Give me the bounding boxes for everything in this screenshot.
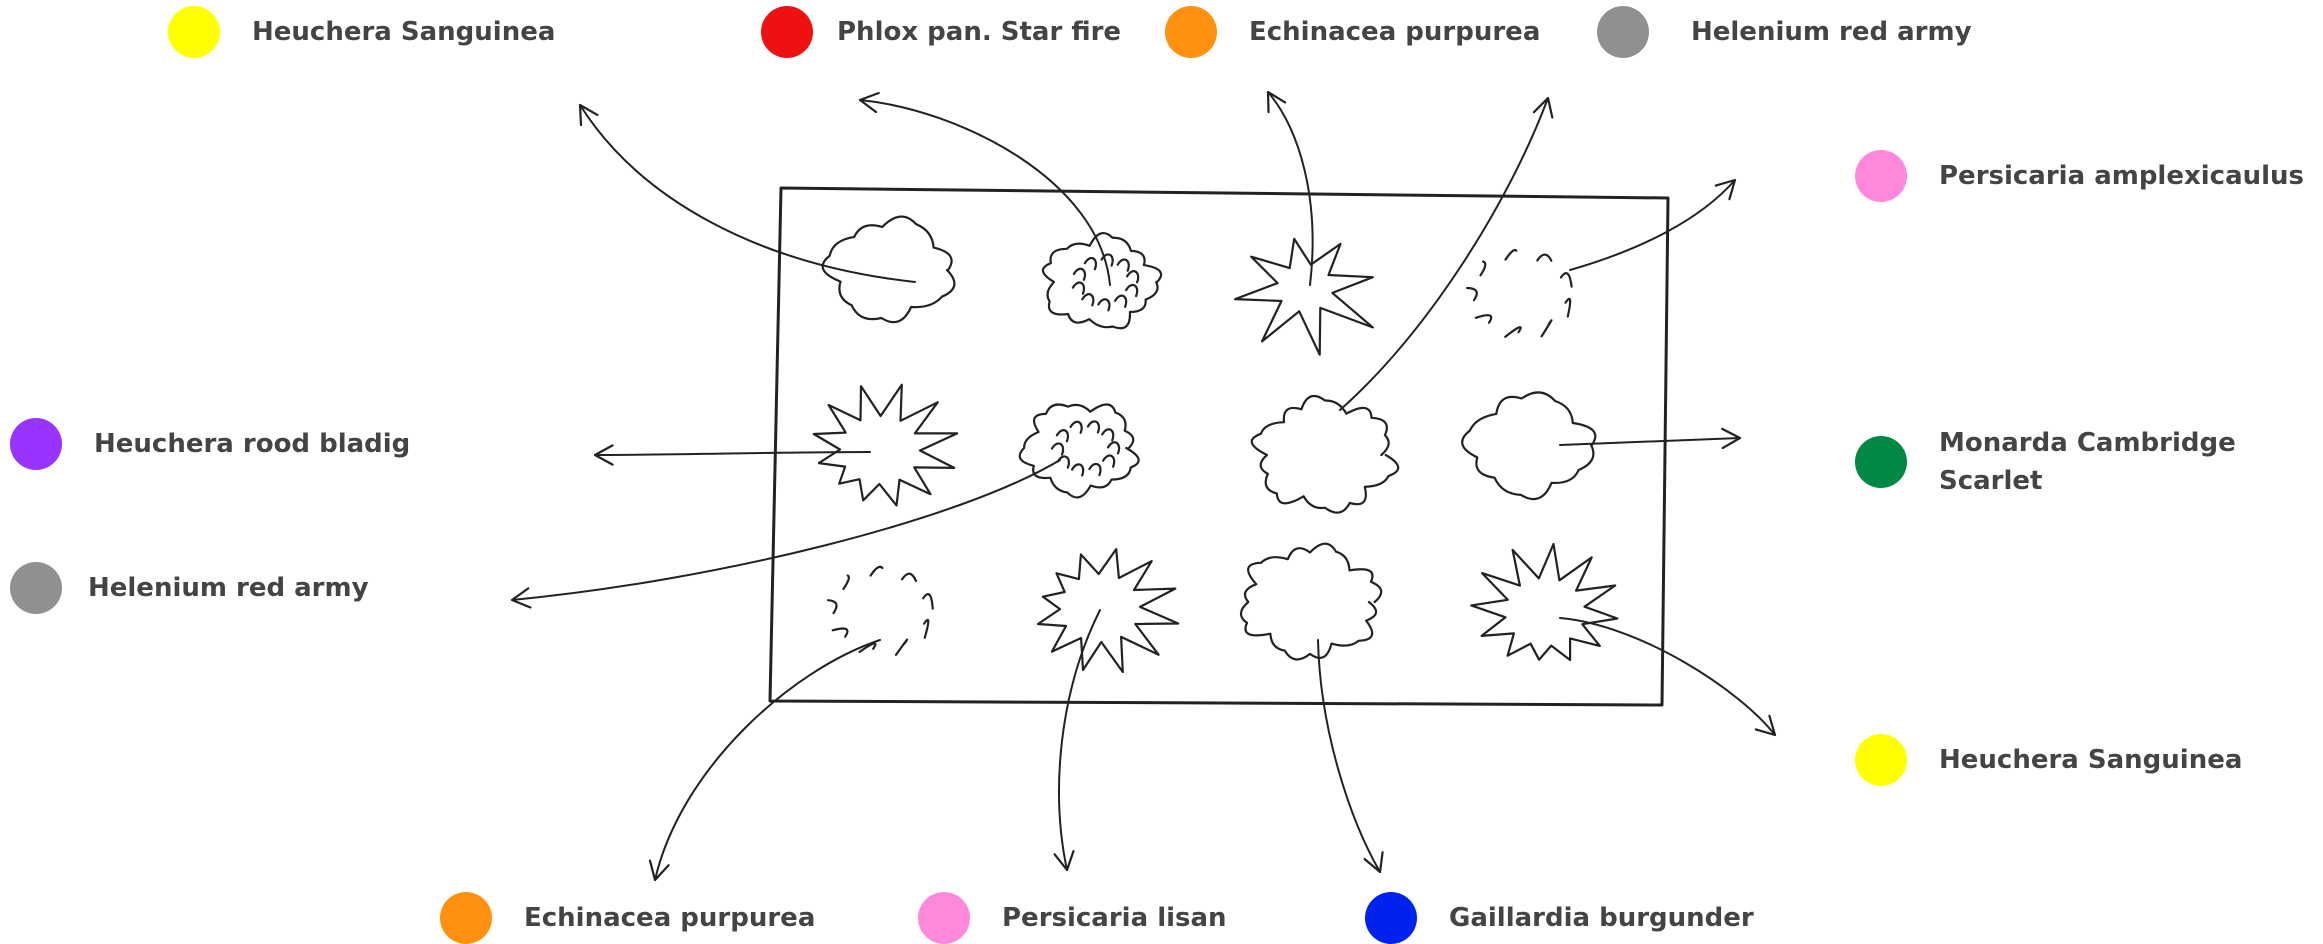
legend-label: Heuchera rood bladig: [94, 429, 411, 459]
leader-arrow-persicaria-amplexicaulus: [1569, 178, 1737, 271]
pink-dot-icon: [1855, 150, 1907, 202]
legend-label: Gaillardia burgunder: [1449, 903, 1754, 933]
plant-bubble-icon: [1239, 542, 1383, 661]
legend-label: Persicaria amplexicaulus: [1939, 161, 2305, 191]
plant-spiky-icon: [1470, 542, 1619, 662]
legend-item-echinacea-top: Echinacea purpurea: [1165, 6, 1540, 58]
legend-item-heuchera-rood-bladig: Heuchera rood bladig: [10, 418, 410, 470]
legend-label: Helenium red army: [1691, 17, 1972, 47]
legend-label: Echinacea purpurea: [524, 903, 816, 933]
leader-arrow-helenium-top: [1339, 96, 1554, 411]
legend-item-echinacea-bottom: Echinacea purpurea: [440, 892, 815, 944]
yellow-dot-icon: [1855, 734, 1907, 786]
leader-arrow-persicaria-lisan: [1053, 609, 1101, 872]
plant-tufted-icon: [1018, 403, 1140, 499]
plant-cloud-icon: [821, 215, 956, 324]
legend-label: Persicaria lisan: [1002, 903, 1227, 933]
plant-spiky-icon: [1036, 548, 1180, 674]
leader-arrow-echinacea-top: [1266, 90, 1314, 286]
legend-item-phlox: Phlox pan. Star fire: [761, 6, 1121, 58]
leader-arrow-gaillardia: [1317, 639, 1384, 874]
legend-item-gaillardia: Gaillardia burgunder: [1365, 892, 1754, 944]
leader-arrow-monarda: [1559, 427, 1742, 450]
bed-outline: [768, 186, 1670, 707]
gray-dot-icon: [10, 562, 62, 614]
green-dot-icon: [1855, 436, 1907, 488]
legend-item-heuchera-sanguinea-top: Heuchera Sanguinea: [168, 6, 555, 58]
leader-arrow-heuchera-rood: [593, 444, 871, 466]
legend-label: Heuchera Sanguinea: [252, 17, 556, 47]
leader-arrow-echinacea-bottom: [648, 639, 881, 882]
legend-item-heuchera-sanguinea-right: Heuchera Sanguinea: [1855, 734, 2242, 786]
gray-dot-icon: [1597, 6, 1649, 58]
legend-label: Monarda Cambridge Scarlet: [1939, 428, 2236, 496]
leader-arrow-heuchera-top: [578, 103, 916, 283]
red-dot-icon: [761, 6, 813, 58]
plant-bubble-icon: [1250, 394, 1400, 514]
plant-scribble-icon: [1466, 248, 1573, 338]
leader-arrow-heuchera-right: [1559, 617, 1777, 737]
legend-label: Phlox pan. Star fire: [837, 17, 1122, 47]
legend-label: Helenium red army: [88, 573, 369, 603]
legend-item-helenium-left: Helenium red army: [10, 562, 369, 614]
pink-dot-icon: [918, 892, 970, 944]
legend-label: Heuchera Sanguinea: [1939, 745, 2243, 775]
plant-spiky-icon: [812, 383, 959, 507]
orange-dot-icon: [440, 892, 492, 944]
plant-star-icon: [1234, 237, 1374, 356]
plant-cloud-icon: [1461, 391, 1597, 501]
legend-item-persicaria-amplexicaulus: Persicaria amplexicaulus: [1855, 150, 2304, 202]
purple-dot-icon: [10, 418, 62, 470]
legend-label: Echinacea purpurea: [1249, 17, 1541, 47]
blue-dot-icon: [1365, 892, 1417, 944]
orange-dot-icon: [1165, 6, 1217, 58]
leader-arrow-phlox: [858, 91, 1111, 286]
plant-scribble-icon: [827, 565, 934, 656]
legend-item-persicaria-lisan: Persicaria lisan: [918, 892, 1227, 944]
legend-item-monarda: Monarda Cambridge Scarlet: [1855, 424, 2269, 500]
leader-arrow-helenium-left: [510, 459, 1061, 609]
legend-item-helenium-top: Helenium red army: [1597, 6, 1972, 58]
yellow-dot-icon: [168, 6, 220, 58]
plant-tufted-icon: [1041, 231, 1163, 330]
